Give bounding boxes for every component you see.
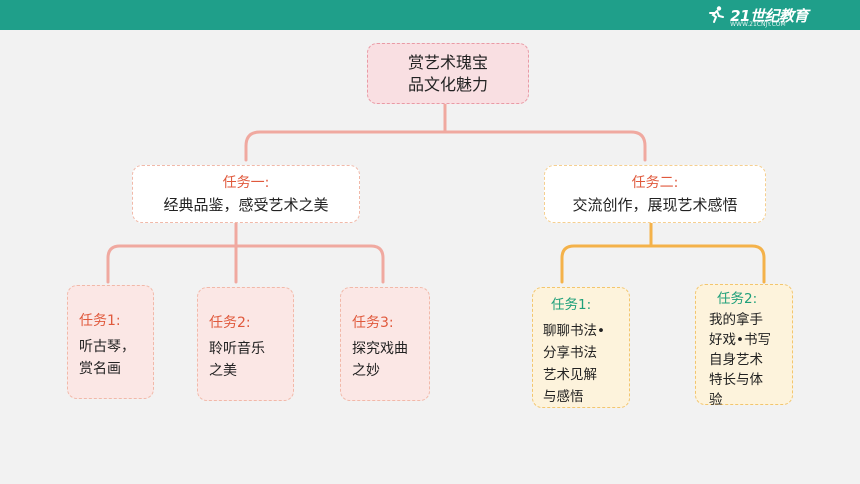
subtask-1-3: 任务3: 探究戏曲 之妙 xyxy=(340,287,430,401)
subtask-tag: 任务1: xyxy=(551,297,592,313)
task-one-title: 经典品鉴，感受艺术之美 xyxy=(163,196,329,214)
subtask-line: 聆听音乐 xyxy=(209,341,265,357)
subtask-line: 艺术见解 xyxy=(543,367,597,383)
subtask-line: 好戏•书写 xyxy=(709,332,771,348)
subtask-line: 听古琴， xyxy=(79,339,135,355)
runner-icon xyxy=(709,6,725,23)
subtask-tag: 任务3: xyxy=(352,315,394,331)
root-line-1: 赏艺术瑰宝 xyxy=(407,52,488,72)
brand-logo: 21世纪教育 WWW.21CNJY.COM xyxy=(706,3,808,28)
task-one-tag: 任务一: xyxy=(222,175,270,191)
subtask-line: 与感悟 xyxy=(543,389,584,405)
subtask-line: 赏名画 xyxy=(79,361,121,377)
task-one-node: 任务一: 经典品鉴，感受艺术之美 xyxy=(132,165,360,223)
subtask-1-1: 任务1: 听古琴， 赏名画 xyxy=(67,285,154,399)
header-bar: 21世纪教育 WWW.21CNJY.COM xyxy=(0,0,860,30)
subtask-line: 聊聊书法• xyxy=(543,323,605,339)
subtask-line: 之妙 xyxy=(352,363,380,379)
subtask-line: 特长与体 xyxy=(709,372,763,388)
task-two-title: 交流创作，展现艺术感悟 xyxy=(572,196,738,214)
task-two-tag: 任务二: xyxy=(631,175,679,191)
subtask-2-2: 任务2: 我的拿手 好戏•书写 自身艺术 特长与体 验 xyxy=(695,284,793,408)
subtask-line: 之美 xyxy=(209,363,237,379)
subtask-tag: 任务2: xyxy=(209,315,251,331)
subtask-line: 我的拿手 xyxy=(709,312,763,328)
root-line-2: 品文化魅力 xyxy=(407,74,488,94)
subtask-line: 验 xyxy=(709,392,723,408)
subtask-1-2: 任务2: 聆听音乐 之美 xyxy=(197,287,294,401)
subtask-line: 分享书法 xyxy=(543,345,597,361)
task-two-node: 任务二: 交流创作，展现艺术感悟 xyxy=(544,165,766,223)
brand-name: 21世纪教育 xyxy=(730,6,808,25)
subtask-tag: 任务2: xyxy=(717,291,758,307)
subtask-2-1: 任务1: 聊聊书法• 分享书法 艺术见解 与感悟 xyxy=(532,287,630,408)
root-node: 赏艺术瑰宝 品文化魅力 xyxy=(367,43,529,104)
subtask-tag: 任务1: xyxy=(79,313,121,329)
brand-url: WWW.21CNJY.COM xyxy=(730,21,786,28)
subtask-line: 自身艺术 xyxy=(709,352,763,368)
subtask-line: 探究戏曲 xyxy=(352,341,408,357)
